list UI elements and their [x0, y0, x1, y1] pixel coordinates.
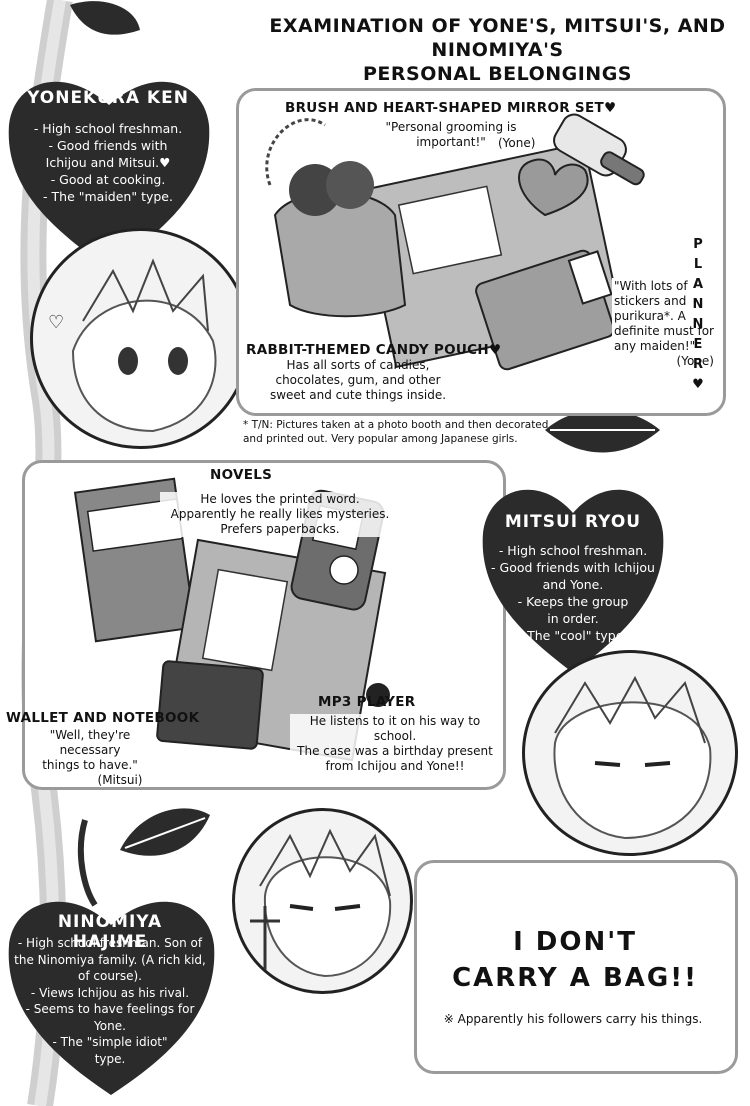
mitsui-line: - Good friends with Ichijou	[491, 560, 655, 575]
portrait-sketch	[71, 258, 217, 433]
pouch-description: Has all sorts of candies, chocolates, gu…	[258, 358, 458, 403]
ninomiya-line: - Views Ichijou as his rival.	[30, 985, 190, 1000]
yonekura-line: - High school freshman.	[33, 121, 183, 136]
title-line-2: PERSONAL BELONGINGS	[363, 63, 632, 85]
novels-desc-line: Prefers paperbacks.	[220, 522, 340, 536]
novels-desc-line: Apparently he really likes mysteries.	[170, 507, 390, 521]
mitsui-line: - High school freshman.	[498, 543, 648, 558]
heart-doodle-icon: ♡	[48, 312, 65, 333]
wallet-quote-line: "Well, they're necessary	[49, 728, 131, 757]
followers-note: ※ Apparently his followers carry his thi…	[443, 1012, 703, 1026]
ninomiya-line: the Ninomiya family. (A rich kid,	[14, 952, 206, 967]
yonekura-heart	[8, 81, 210, 270]
portrait-sketch	[250, 828, 392, 981]
planner-quote-line: definite must for	[614, 324, 714, 338]
ninomiya-portrait	[232, 808, 413, 994]
no-bag-line: CARRY A BAG!!	[452, 963, 698, 993]
wallet-quote-line: things to have."	[42, 758, 138, 772]
yonekura-line: Ichijou and Mitsui.♥	[45, 155, 171, 170]
yonekura-line: - The "maiden" type.	[43, 189, 173, 204]
wallet-quote: "Well, they're necessary things to have.…	[20, 728, 160, 788]
pouch-desc-line: chocolates, gum, and other	[275, 373, 441, 387]
yonekura-line: - Good at cooking.	[50, 172, 166, 187]
planner-attribution: (Yone)	[676, 354, 714, 368]
planner-quote-line: "With lots of	[614, 279, 688, 293]
planner-letter: P	[693, 237, 703, 252]
tn-line: * T/N: Pictures taken at a photo booth a…	[243, 419, 549, 431]
mitsui-heart	[482, 489, 664, 673]
yone-items-illustration	[265, 113, 645, 371]
planner-quote-line: stickers and	[614, 294, 687, 308]
novels-desc-line: He loves the printed word.	[200, 492, 360, 506]
wallet-label: WALLET AND NOTEBOOK	[6, 710, 200, 726]
yonekura-name: YONEKURA KEN	[27, 88, 189, 108]
planner-quote-line: purikura*. A	[614, 309, 686, 323]
ninomiya-line: Yone.	[94, 1018, 126, 1033]
planner-vertical-label: P L A N N E R ♥	[688, 235, 708, 395]
ninomiya-profile: - High school freshman. Son of the Ninom…	[10, 935, 210, 1067]
brush-label: BRUSH AND HEART-SHAPED MIRROR SET♥	[285, 100, 617, 116]
brush-quote-text: "Personal grooming is important!"	[385, 120, 517, 149]
yonekura-portrait	[30, 228, 251, 449]
mp3-desc-line: from Ichijou and Yone!!	[325, 759, 465, 773]
mitsui-line: - Keeps the group	[517, 594, 629, 609]
mitsui-line: in order.	[547, 611, 599, 626]
yonekura-profile: - High school freshman. - Good friends w…	[14, 120, 202, 205]
translator-note: * T/N: Pictures taken at a photo booth a…	[243, 418, 548, 446]
ninomiya-line: type.	[94, 1051, 126, 1066]
novels-label: NOVELS	[210, 467, 273, 483]
mitsui-line: and Yone.	[542, 577, 604, 592]
planner-letter: N	[692, 297, 704, 312]
mitsui-portrait	[522, 650, 738, 856]
mitsui-name: MITSUI RYOU	[504, 512, 642, 532]
mitsui-line: - The "cool" type.	[518, 628, 628, 643]
planner-quote-line: any maiden!"	[614, 339, 696, 353]
planner-letter: L	[693, 257, 703, 272]
no-bag-heading: I DON'T CARRY A BAG!!	[430, 924, 720, 996]
title-line-1: EXAMINATION OF YONE'S, MITSUI'S, AND NIN…	[269, 15, 726, 61]
planner-letter: A	[692, 277, 704, 292]
ninomiya-line: - The "simple idiot"	[52, 1035, 168, 1049]
ninomiya-line: of course).	[78, 969, 142, 983]
planner-letter: N	[692, 317, 704, 332]
mitsui-profile: - High school freshman. - Good friends w…	[488, 542, 658, 644]
planner-letter: ♥	[692, 377, 704, 392]
brush-quote: "Personal grooming is important!"	[356, 120, 546, 150]
mp3-label: MP3 PLAYER	[318, 694, 416, 710]
planner-letter: E	[693, 337, 703, 352]
ninomiya-line: - High school freshman. Son of	[17, 936, 203, 950]
yonekura-line: - Good friends with	[48, 138, 168, 153]
tn-line: and printed out. Very popular among Japa…	[243, 433, 518, 445]
mp3-desc-line: The case was a birthday present	[297, 744, 493, 758]
pouch-desc-line: Has all sorts of candies,	[286, 358, 430, 372]
pouch-label: RABBIT-THEMED CANDY POUCH♥	[246, 342, 502, 358]
planner-quote: "With lots of stickers and purikura*. A …	[612, 278, 716, 370]
ninomiya-heart	[8, 901, 215, 1095]
no-bag-line: I DON'T	[513, 927, 637, 957]
brush-attribution: (Yone)	[498, 136, 536, 150]
novels-description: He loves the printed word. Apparently he…	[160, 492, 400, 537]
ninomiya-bag-panel	[414, 860, 738, 1074]
mp3-description: He listens to it on his way to school. T…	[290, 714, 500, 774]
mp3-desc-line: He listens to it on his way to school.	[309, 714, 481, 743]
portrait-sketch	[553, 675, 712, 840]
ninomiya-name: NINOMIYA HAJIME	[57, 912, 163, 952]
ninomiya-line: - Seems to have feelings for	[25, 1002, 195, 1016]
planner-letter: R	[692, 357, 703, 372]
page-title: EXAMINATION OF YONE'S, MITSUI'S, AND NIN…	[250, 14, 745, 86]
wallet-attribution: (Mitsui)	[97, 773, 143, 787]
pouch-desc-line: sweet and cute things inside.	[269, 388, 447, 402]
